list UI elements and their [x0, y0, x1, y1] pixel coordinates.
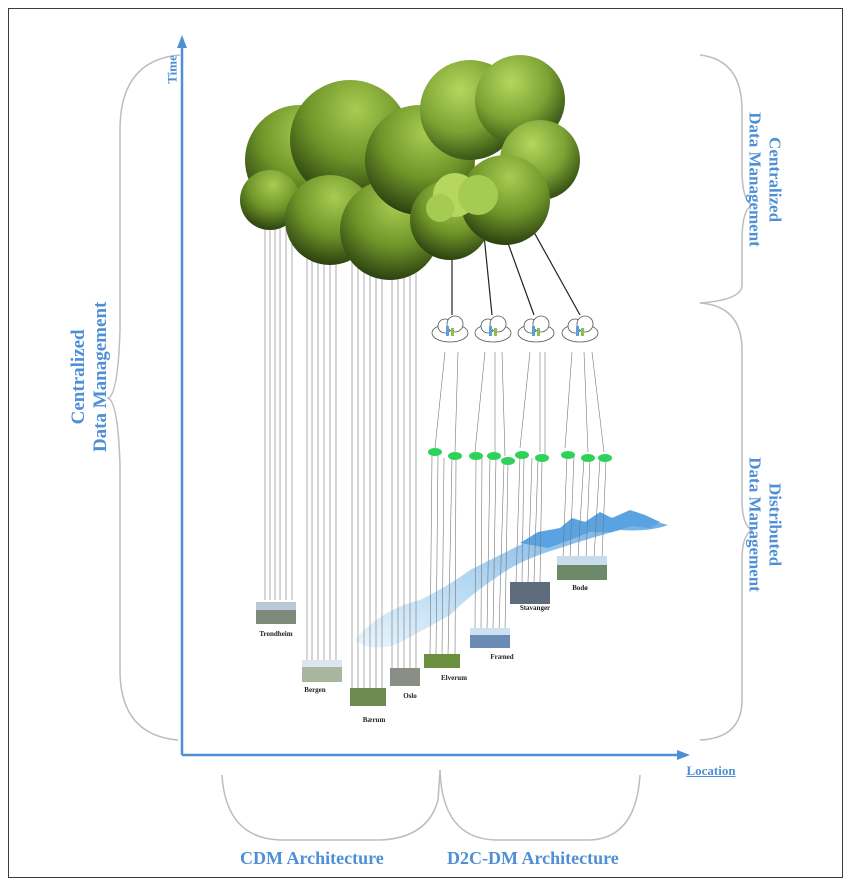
left-brace — [105, 54, 181, 741]
photo-elverum — [424, 654, 460, 668]
left-cdm-line2: Data Management — [90, 301, 111, 453]
d2c-links — [429, 351, 607, 656]
edge-clouds — [431, 315, 599, 343]
edge-cloud-4 — [561, 315, 599, 343]
city-label-baerum: Bærum — [362, 716, 386, 724]
photo-oslo — [390, 668, 420, 686]
y-axis-arrow — [177, 35, 187, 48]
photo-stavanger — [510, 582, 550, 604]
city-label-bergen: Bergen — [304, 686, 326, 694]
cdm-architecture-label: CDM Architecture — [240, 848, 384, 868]
y-axis-label: Time — [164, 55, 180, 84]
right-top-brace — [699, 54, 754, 304]
right-bottom-brace — [699, 302, 754, 741]
edge-cloud-3 — [517, 315, 555, 343]
x-axis-label: Location — [686, 763, 736, 778]
cdm-links — [264, 215, 417, 688]
x-axis-arrow — [677, 750, 690, 760]
edge-cloud-1 — [431, 315, 469, 343]
city-label-trondheim: Trondheim — [259, 630, 293, 638]
d2c-dm-architecture-label: D2C-DM Architecture — [447, 848, 619, 868]
right-centralized-label: Centralized Data Management — [745, 95, 785, 265]
right-distributed-line1: Distributed — [765, 482, 785, 567]
city-label-bodo: Bodø — [572, 584, 588, 592]
city-label-stavanger: Stavanger — [519, 604, 551, 612]
city-photos — [256, 556, 607, 706]
fog-nodes — [428, 448, 612, 465]
city-label-elverum: Elverum — [440, 674, 468, 682]
edge-cloud-2 — [474, 315, 512, 343]
right-centralized-line2: Data Management — [746, 112, 765, 247]
photo-baerum — [350, 688, 386, 706]
left-cdm-line1: Centralized — [68, 329, 90, 425]
figure-frame — [8, 8, 843, 878]
central-cloud — [240, 55, 580, 280]
city-label-oslo: Oslo — [403, 692, 417, 700]
bottom-brace-right — [439, 769, 641, 841]
right-centralized-line1: Centralized — [765, 137, 785, 223]
bottom-brace-left — [221, 769, 441, 841]
right-distributed-label: Distributed Data Management — [745, 440, 785, 610]
right-distributed-line2: Data Management — [746, 457, 765, 592]
norway-map — [355, 517, 668, 648]
left-cdm-label: Centralized Data Management — [68, 277, 112, 477]
city-label-fraened: Fræned — [490, 653, 514, 661]
